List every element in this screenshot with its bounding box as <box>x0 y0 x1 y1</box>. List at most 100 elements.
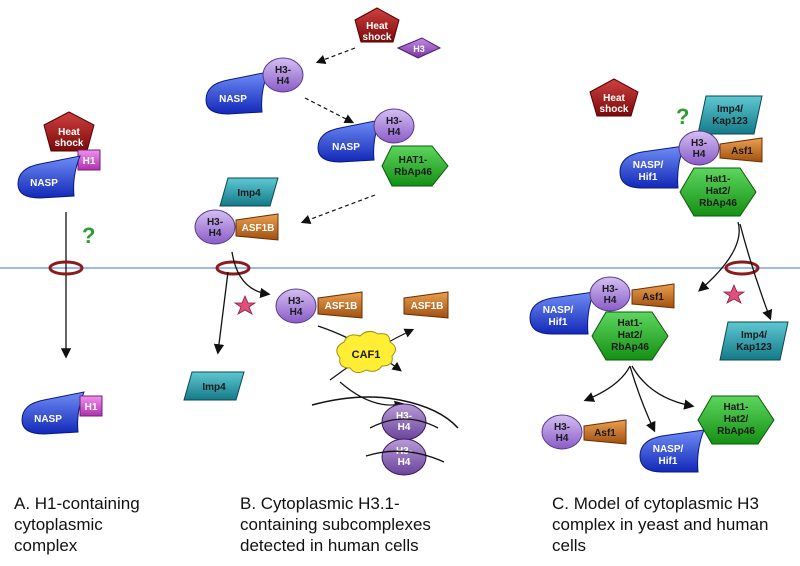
hat1-rbap46-b: HAT1- RbAp46 <box>381 145 449 187</box>
h3h4-c3-line1: H3- <box>554 422 570 433</box>
caption-c: C. Model of cytoplasmic H3 complex in ye… <box>552 493 768 556</box>
heat-shock-c-line2: shock <box>600 104 629 115</box>
h3-label-b: H3 <box>413 44 425 54</box>
imp4-kap123-c1-line2: Kap123 <box>712 116 748 127</box>
nasp-hif1-c3-line2: Hif1 <box>659 456 678 467</box>
nasp-b1: NASP <box>205 71 269 115</box>
h3h4-c2-line2: H4 <box>604 295 617 306</box>
hat-c3-line3: RbAp46 <box>717 426 755 437</box>
caption-b-line1: B. Cytoplasmic H3.1- <box>240 494 400 513</box>
h3h4-c3-line2: H4 <box>556 433 569 444</box>
caf1-label: CAF1 <box>352 349 381 361</box>
caption-a: A. H1-containing cytoplasmic complex <box>14 493 140 556</box>
nasp-a: NASP <box>17 155 81 199</box>
h3h4-c2-line1: H3- <box>602 284 618 295</box>
caption-b: B. Cytoplasmic H3.1- containing subcompl… <box>240 493 431 556</box>
caption-a-line3: complex <box>14 536 78 555</box>
asf1b-b3-label: ASF1B <box>411 301 444 312</box>
imp4-kap123-c2-line1: Imp4/ <box>741 330 767 341</box>
nucleosome-upper-line2: H4 <box>398 422 411 433</box>
imp4-kap123-c2: Imp4/ Kap123 <box>719 321 789 361</box>
caption-c-line1: C. Model of cytoplasmic H3 <box>552 494 759 513</box>
hat1-hat2-rbap46-c1: Hat1- Hat2/ RbAp46 <box>679 167 757 217</box>
h1-box-a-nucleus: H1 <box>79 395 103 417</box>
asf1-c1: Asf1 <box>719 137 763 163</box>
hat-c1-line1: Hat1- <box>705 174 730 185</box>
nasp-b1-label: NASP <box>219 94 247 105</box>
heat-shock-a-line1: Heat <box>58 127 80 138</box>
caption-b-line2: containing subcomplexes <box>240 515 431 534</box>
question-mark-a: ? <box>82 223 95 248</box>
caption-c-line3: cells <box>552 536 587 555</box>
hat-c3-line2: Hat2/ <box>724 414 749 425</box>
hat-c2-line3: RbAp46 <box>611 342 649 353</box>
h3h4-b4-line1: H3- <box>288 296 304 307</box>
nasp-hif1-c1-line2: Hif1 <box>639 172 658 183</box>
h3h4-b4: H3- H4 <box>275 288 317 324</box>
nasp-hif1-c2-line2: Hif1 <box>549 317 568 328</box>
asf1b-b2: ASF1B <box>317 291 363 319</box>
h3h4-c2: H3- H4 <box>589 276 631 312</box>
heat-shock-b-line2: shock <box>363 32 392 43</box>
nasp-hif1-c2: NASP/ Hif1 <box>529 291 595 335</box>
heat-shock-a-line2: shock <box>55 138 84 149</box>
h3h4-c1-line1: H3- <box>691 138 707 149</box>
caf1-cloud: CAF1 <box>336 330 396 374</box>
h3h4-b3-line1: H3- <box>207 217 223 228</box>
nasp-hif1-c1-line1: NASP/ <box>633 160 664 171</box>
panel-a: Heat shock H1 NASP ? NASP H1 <box>17 111 103 435</box>
nasp-hif1-c2-line1: NASP/ <box>543 305 574 316</box>
nasp-hif1-c3: NASP/ Hif1 <box>639 429 705 473</box>
imp4-kap123-c1-line1: Imp4/ <box>717 104 743 115</box>
h3h4-b4-line2: H4 <box>290 307 303 318</box>
heat-shock-b: Heat shock <box>354 7 400 43</box>
imp4-b2: Imp4 <box>183 371 245 401</box>
hat1-hat2-rbap46-c3: Hat1- Hat2/ RbAp46 <box>697 395 775 445</box>
hat-c2-line2: Hat2/ <box>618 330 643 341</box>
nucleosome-lower-line2: H4 <box>398 457 411 468</box>
asf1-c3: Asf1 <box>583 419 627 445</box>
imp4-kap123-c1: Imp4/ Kap123 <box>697 95 763 135</box>
imp4-b2-label: Imp4 <box>202 382 226 393</box>
h1-label-a-nucleus: H1 <box>85 402 98 413</box>
h3h4-c3: H3- H4 <box>541 414 583 450</box>
caption-a-line1: A. H1-containing <box>14 494 140 513</box>
panel-c: Heat shock ? Imp4/ Kap123 NASP/ Hif1 H3-… <box>529 78 789 473</box>
caption-a-line2: cytoplasmic <box>14 515 103 534</box>
h3h4-b2: H3- H4 <box>373 108 415 144</box>
heat-shock-c: Heat shock <box>589 78 639 117</box>
nucleosome-h3h4-lower: H3- H4 <box>381 438 427 476</box>
h3h4-b3-line2: H4 <box>209 228 222 239</box>
nasp-b2-label: NASP <box>332 142 360 153</box>
h1-label-a: H1 <box>83 156 96 167</box>
h3h4-b1-line1: H3- <box>275 65 291 76</box>
h3h4-c1-line2: H4 <box>693 149 706 160</box>
panel-b: Heat shock H3 NASP H3- H4 NASP H3- H4 <box>183 7 459 476</box>
nasp-hif1-c1: NASP/ Hif1 <box>619 145 685 189</box>
heat-shock-c-line1: Heat <box>603 93 625 104</box>
nasp-a-label: NASP <box>30 178 58 189</box>
asf1b-b2-label: ASF1B <box>325 301 358 312</box>
caption-b-line3: detected in human cells <box>240 536 419 555</box>
nucleosome-upper-line1: H3- <box>396 411 412 422</box>
nasp-a-nucleus-label: NASP <box>34 414 62 425</box>
imp4-b1: Imp4 <box>219 177 279 207</box>
caption-c-line2: complex in yeast and human <box>552 515 769 534</box>
nasp-b2: NASP <box>317 119 381 163</box>
asf1-c3-label: Asf1 <box>594 428 616 439</box>
h3h4-b1-line2: H4 <box>277 76 290 87</box>
star-c <box>722 283 746 304</box>
nuclear-pore-a <box>48 260 84 276</box>
h3h4-b2-line2: H4 <box>388 127 401 138</box>
hat-c2-line1: Hat1- <box>617 318 642 329</box>
star-b <box>233 294 257 315</box>
question-mark-c: ? <box>676 104 689 129</box>
hat-c3-line1: Hat1- <box>723 402 748 413</box>
asf1b-b1: ASF1B <box>235 213 279 241</box>
hat1-hat2-rbap46-c2: Hat1- Hat2/ RbAp46 <box>591 311 669 361</box>
asf1-c1-label: Asf1 <box>731 146 753 157</box>
h3-diamond-b: H3 <box>396 37 442 59</box>
hat-c1-line3: RbAp46 <box>699 198 737 209</box>
asf1b-b1-label: ASF1B <box>242 223 275 234</box>
